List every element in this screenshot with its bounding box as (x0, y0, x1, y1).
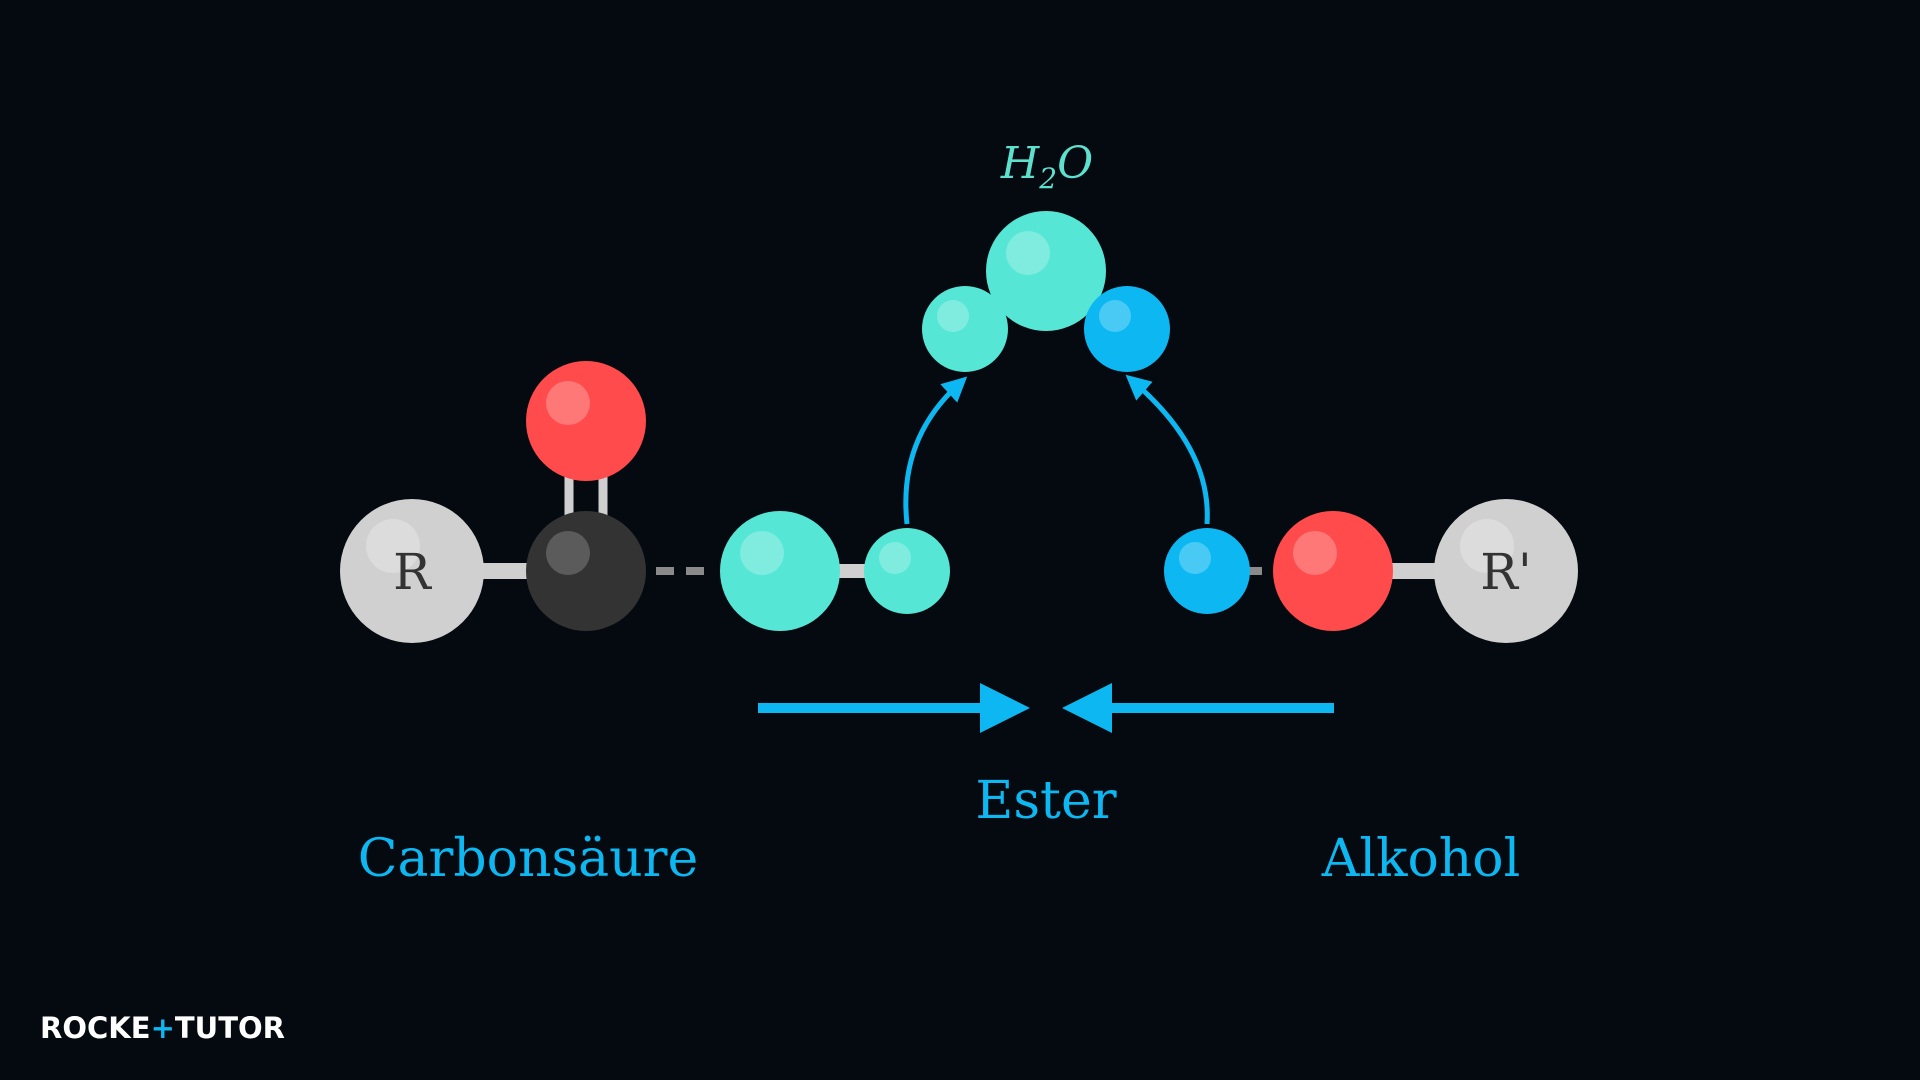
formula-tail: O (1057, 138, 1093, 189)
alcohol-oxygen-atom (1273, 511, 1393, 631)
reaction-arrows (758, 374, 1334, 733)
r-group-right-atom (1434, 499, 1578, 643)
r-group-right-label: R' (1480, 543, 1531, 601)
water-hydrogen-left-atom (922, 286, 1008, 372)
water-oxygen-atom (986, 211, 1106, 331)
logo-text: ROCKE+TUTOR (40, 1011, 285, 1045)
water-hydrogen-left-highlight (937, 300, 969, 332)
logo-part-rocke: ROCKE (40, 1011, 151, 1045)
logo-part-tuto: TUTO (175, 1011, 263, 1045)
label-ester: Ester (975, 771, 1116, 831)
logo-part-plus: + (151, 1011, 175, 1045)
r-group-left-atom (340, 499, 484, 643)
alcohol-hydrogen-atom (1164, 528, 1250, 614)
acid-hydrogen-atom (864, 528, 950, 614)
r-group-left-highlight (366, 519, 420, 573)
logo-part-r: R (263, 1011, 285, 1045)
water-molecule: H2O (922, 138, 1170, 372)
water-hydrogen-right-highlight (1099, 300, 1131, 332)
label-carboxylic-acid: Carbonsäure (358, 829, 699, 889)
alcohol-oxygen-highlight (1293, 531, 1337, 575)
arrow-curve-right (1125, 374, 1210, 525)
hydroxyl-oxygen-highlight (740, 531, 784, 575)
carbonyl-oxygen-highlight (546, 381, 590, 425)
arrow-curve-left (903, 376, 968, 525)
carbon-highlight (546, 531, 590, 575)
rocket-tutor-logo: ROCKE+TUTOR (40, 1011, 285, 1045)
carboxylic-acid-molecule: R (340, 361, 950, 643)
alcohol-molecule: R' (1164, 499, 1578, 643)
water-formula: H2O (1000, 138, 1093, 195)
carbonyl-oxygen-atom (526, 361, 646, 481)
r-group-left-label: R (393, 543, 432, 601)
acid-hydrogen-highlight (879, 542, 911, 574)
formula-base: H (1000, 138, 1041, 189)
alcohol-hydrogen-highlight (1179, 542, 1211, 574)
diagram-labels: Ester Carbonsäure Alkohol (358, 771, 1520, 889)
r-group-right-highlight (1460, 519, 1514, 573)
formula-subscript: 2 (1038, 162, 1057, 195)
label-alcohol: Alkohol (1321, 829, 1520, 889)
hydroxyl-oxygen-atom (720, 511, 840, 631)
water-oxygen-highlight (1006, 231, 1050, 275)
carbon-atom (526, 511, 646, 631)
water-hydrogen-right-atom (1084, 286, 1170, 372)
